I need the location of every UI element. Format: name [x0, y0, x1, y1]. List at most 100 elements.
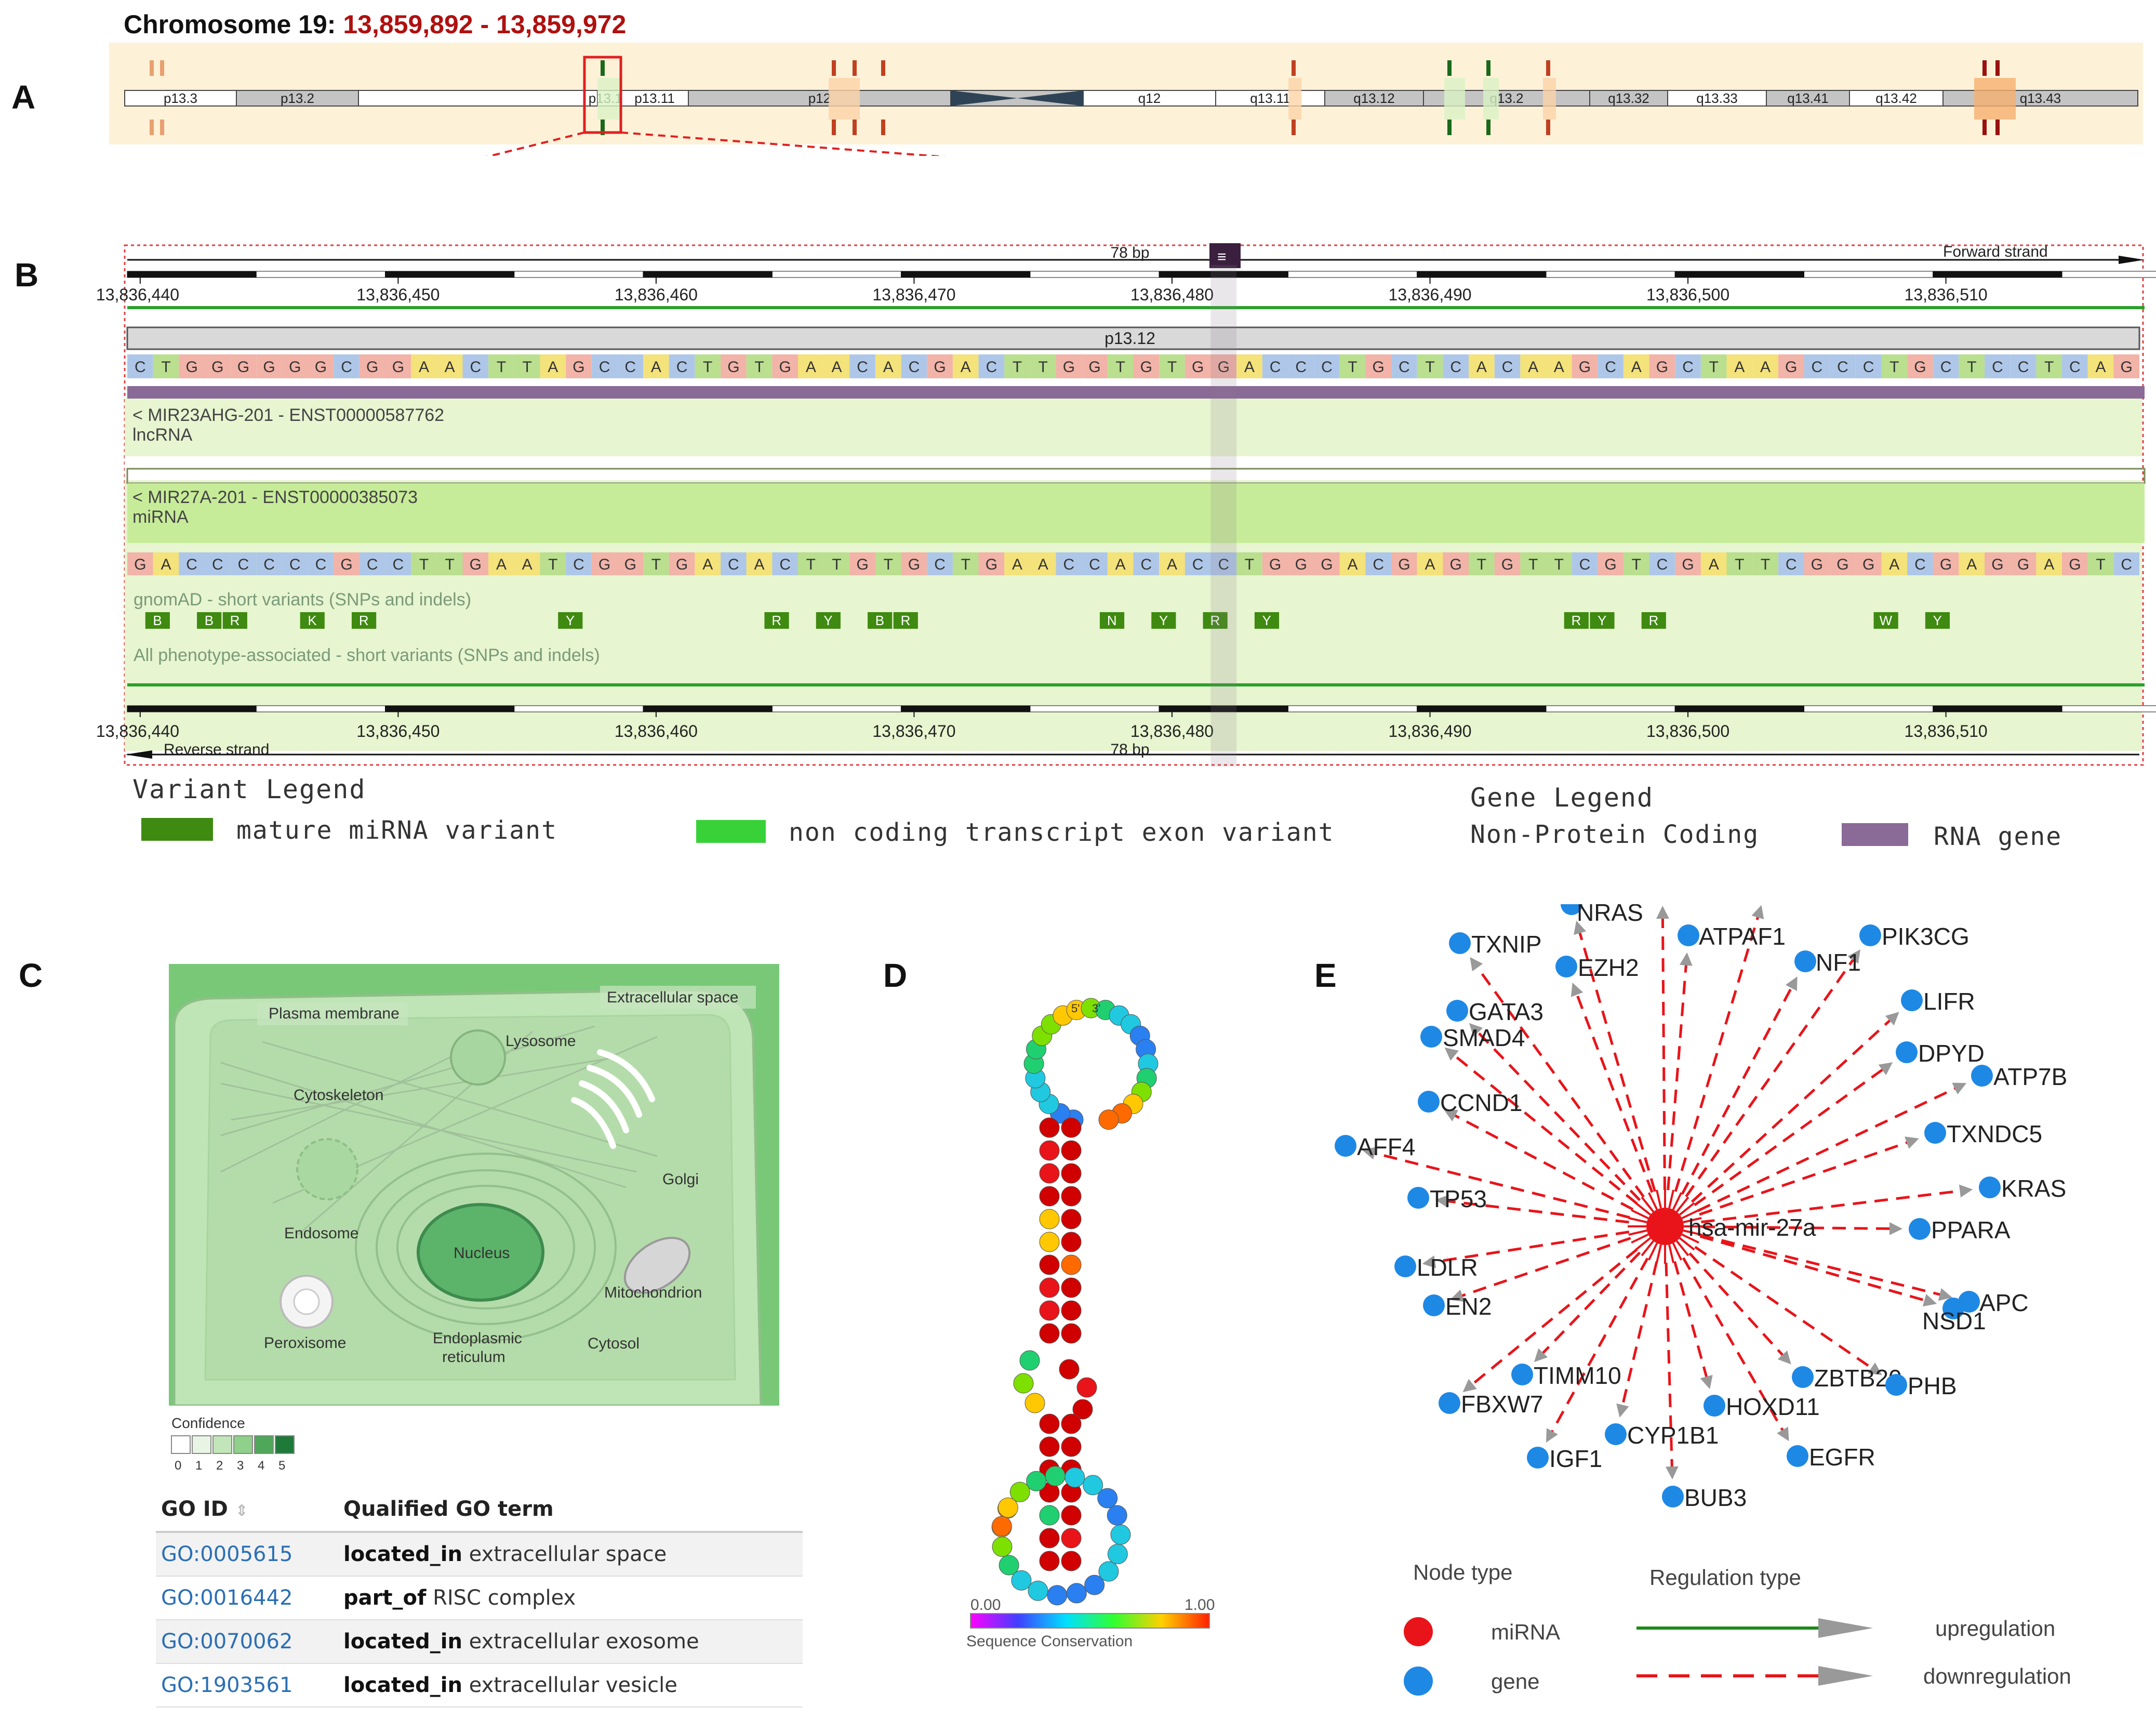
reverse-base-letter: G: [1295, 556, 1307, 573]
nucleotide: [1039, 1323, 1060, 1344]
regulation-edge: [1700, 1234, 1952, 1301]
sequence-base: [540, 354, 566, 378]
cell-label-plasma: Plasma membrane: [269, 1005, 400, 1022]
variant-legend-title: Variant Legend: [132, 774, 366, 804]
gene-node: [1909, 1218, 1931, 1240]
ideogram-band-label: q13.11: [1250, 90, 1290, 106]
sequence-base: [1520, 354, 1546, 378]
sequence-base-letter: G: [1140, 359, 1152, 376]
nucleotide: [997, 1497, 1018, 1518]
center-ray: [1641, 1196, 1655, 1213]
gene-node: [1924, 1122, 1946, 1144]
sequence-base: [1881, 354, 1908, 378]
nucleotide: [991, 1516, 1012, 1537]
ideogram-gene-marker: [1292, 60, 1296, 76]
reverse-base: [591, 552, 618, 575]
reverse-base-letter: G: [1501, 556, 1513, 573]
variant-code: R: [230, 613, 240, 628]
ideogram-gene-marker: [160, 120, 164, 135]
gene-label: FBXW7: [1461, 1391, 1543, 1418]
ideogram-band-label: q13.33: [1696, 90, 1738, 106]
nucleotide: [1039, 1209, 1060, 1229]
panel-label-d: D: [883, 957, 908, 994]
sequence-base: [1082, 354, 1108, 378]
regulation-edge: [1699, 1235, 1937, 1307]
reverse-base: [179, 552, 205, 575]
nucleotide: [1039, 1140, 1060, 1161]
reverse-base: [1933, 552, 1959, 575]
sequence-base-letter: C: [1837, 359, 1848, 376]
go-id-header[interactable]: GO ID ⇕: [156, 1487, 338, 1533]
nucleotide: [1076, 1377, 1097, 1398]
tick-label: 13,836,490: [1388, 722, 1471, 741]
sequence-base-letter: G: [1088, 359, 1100, 376]
ideogram-bands: p13.3p13.2p13.12p13.11p12q12q13.11q13.12…: [124, 60, 2138, 135]
reverse-base: [1700, 552, 1727, 575]
sequence-base: [2010, 354, 2037, 378]
sequence-base: [1417, 354, 1443, 378]
reverse-base: [2087, 552, 2114, 575]
reverse-base: [2062, 552, 2088, 575]
nucleotide: [1072, 1399, 1093, 1420]
variant-marker: [1151, 612, 1176, 629]
er-shape: [355, 1153, 617, 1342]
reverse-base-letter: C: [238, 556, 249, 573]
go-id-link[interactable]: GO:0070062: [161, 1630, 293, 1654]
sequence-base: [1185, 354, 1211, 378]
reverse-base: [798, 552, 824, 575]
top-length-label: 78 bp: [1110, 244, 1149, 261]
regulation-edge: [1444, 1109, 1634, 1211]
nucleotide: [1061, 1436, 1082, 1457]
reverse-base: [643, 552, 669, 575]
reverse-base-letter: C: [573, 556, 584, 573]
reverse-base: [1752, 552, 1778, 575]
panel-label-e: E: [1314, 957, 1337, 994]
nucleotide: [999, 1555, 1019, 1576]
regulation-edge: [1674, 905, 1764, 1192]
reverse-base: [1030, 552, 1056, 575]
gene-label: LIFR: [1923, 988, 1975, 1015]
sequence-base: [411, 354, 437, 378]
reverse-base-letter: A: [1709, 556, 1719, 573]
gene-label: NF1: [1816, 949, 1861, 976]
reverse-base-letter: C: [1192, 556, 1204, 573]
sequence-base: [2113, 354, 2139, 378]
scale-segment: [514, 705, 644, 712]
sequence-base: [1675, 354, 1701, 378]
nucleotide: [1061, 1323, 1082, 1344]
region-selection-box[interactable]: [583, 56, 622, 134]
sequence-base: [746, 354, 773, 378]
nucleotide: [1045, 1466, 1066, 1487]
sequence-base: [1288, 354, 1314, 378]
ideogram-gene-marker: [601, 120, 605, 135]
gene-label: LDLR: [1417, 1254, 1478, 1281]
menu-icon: [1209, 243, 1241, 268]
sort-icon[interactable]: ⇕: [235, 1502, 248, 1520]
reverse-base-letter: T: [1554, 556, 1564, 573]
go-id-link[interactable]: GO:0005615: [161, 1542, 293, 1566]
gene-node: [1787, 1445, 1808, 1467]
ideogram-gene-marker: [1546, 120, 1550, 135]
sequence-base: [849, 354, 875, 378]
variant-code: W: [1880, 613, 1893, 628]
regulation-edge: [1694, 1246, 1882, 1376]
sequence-base-letter: C: [676, 359, 688, 376]
ideogram-band-label: p13.11: [634, 90, 675, 106]
sequence-base: [643, 354, 669, 378]
sequence-base-letter: T: [522, 359, 531, 376]
sequence-base: [1855, 354, 1882, 378]
reverse-base: [282, 552, 308, 575]
reverse-base: [1546, 552, 1572, 575]
go-id-link[interactable]: GO:1903561: [161, 1673, 293, 1697]
legend-up-arrow: [1818, 1618, 1873, 1638]
go-id-link[interactable]: GO:0016442: [161, 1586, 293, 1610]
sequence-base: [514, 354, 540, 378]
gene-node: [1420, 1026, 1442, 1048]
regulation-edge: [1691, 1012, 1899, 1203]
reverse-base-letter: C: [1786, 556, 1797, 573]
gene-node: [1449, 932, 1471, 954]
sequence-base-letter: G: [211, 359, 223, 376]
sequence-base: [772, 354, 798, 378]
variant-marker: [1564, 612, 1589, 629]
tick-label: 13,836,450: [356, 722, 440, 741]
